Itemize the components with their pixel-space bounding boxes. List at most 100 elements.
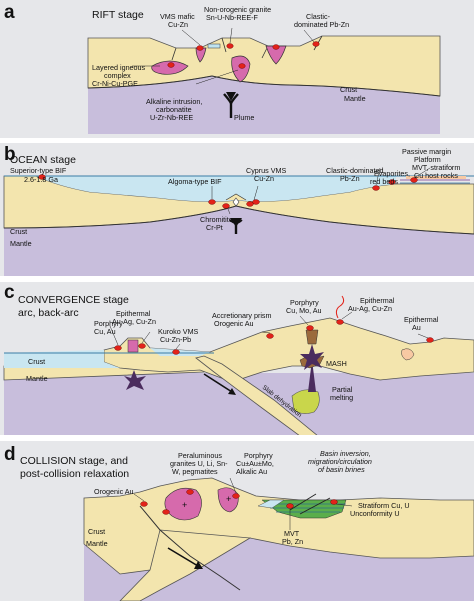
label-alkaline: carbonatite: [156, 105, 192, 114]
panel-b-mantle: [4, 206, 474, 276]
platform-strata: [406, 176, 466, 179]
leader-line: [229, 27, 233, 44]
label-cyprus-vms: Cu-Zn: [254, 174, 274, 183]
deposit-marker: [286, 503, 294, 509]
partial-melting-zone: [291, 389, 320, 414]
panel-b-letter: b: [4, 144, 16, 165]
brine-arrow: [299, 497, 331, 515]
label-porphyry: Cu±Au±Mo,: [236, 459, 274, 468]
leader-line: [229, 477, 237, 494]
leader-line: [133, 493, 145, 502]
label-porphyry-mid: Cu, Mo, Au: [286, 306, 322, 315]
deposit-marker: [114, 345, 122, 351]
label-clastic-pbzn: Pb-Zn: [340, 174, 360, 183]
label-layered: Layered igneous: [92, 63, 146, 72]
granite-intrusion: [195, 47, 207, 63]
label-peraluminous: granites U, Li, Sn-: [170, 459, 228, 468]
label-porphyry: Porphyry: [244, 451, 273, 460]
granite-cross: +: [226, 494, 231, 504]
leader-line: [375, 167, 381, 186]
label-evaporites: Evaporites,: [374, 169, 410, 178]
fluid-swirl: [335, 295, 345, 319]
label-crust: Crust: [88, 527, 105, 536]
collision-arrow: [167, 547, 199, 567]
label-peraluminous: W, pegmatites: [172, 467, 218, 476]
back-arc-star: [124, 370, 146, 390]
label-mantle: Mantle: [10, 239, 32, 248]
panel-d-lower-crust: [119, 529, 252, 601]
leader-line: [141, 331, 151, 344]
label-mantle: Mantle: [344, 94, 366, 103]
deposit-marker: [140, 501, 148, 507]
deposit-marker: [232, 493, 240, 499]
ridge-spreading-arrow: [229, 219, 243, 224]
deposit-marker: [306, 325, 314, 331]
label-mvt: Pb, Zn: [282, 537, 303, 546]
label-epithermal-mid: Au-Ag, Cu-Zn: [348, 304, 392, 313]
leader-line: [299, 315, 309, 326]
deposit-marker: [208, 199, 216, 205]
plume-arrow: [223, 93, 239, 118]
panel-a-rift: a RIFT stage VMS mafic Cu-Zn Non-orogeni…: [0, 0, 474, 138]
panel-c-stage-subtitle: arc, back-arc: [18, 307, 79, 319]
label-mantle: Mantle: [26, 374, 48, 383]
label-orogenic-au: Orogenic Au: [94, 487, 134, 496]
deposit-marker: [222, 203, 230, 209]
label-layered: complex: [104, 71, 131, 80]
alkaline-intrusion: [231, 55, 251, 83]
magma-conduit: [308, 360, 316, 392]
panel-a-fault: [171, 47, 177, 61]
leader-line: [109, 325, 119, 346]
leader-line: [341, 311, 353, 320]
subduction-arrow: [203, 373, 233, 393]
panel-b-ocean: b OCEAN stage Passive margin Platform Su…: [0, 143, 474, 276]
label-layered: Cr-Ni-Cu-PGE: [92, 79, 138, 88]
label-chromitite: Cr-Pt: [206, 223, 223, 232]
peraluminous-granite: [217, 487, 239, 513]
deposit-marker: [266, 333, 274, 339]
deposit-marker: [426, 337, 434, 343]
plume-arrow-head: [226, 92, 236, 101]
label-stratiform: Stratiform Cu, U: [358, 501, 410, 510]
panel-d-stage-subtitle: post-collision relaxation: [20, 468, 129, 480]
vms-lens: [207, 43, 221, 49]
label-vms-mafic: Cu-Zn: [168, 20, 188, 29]
label-plume: Plume: [234, 113, 254, 122]
label-passive-margin: Passive margin: [402, 147, 451, 156]
label-alkaline: Alkaline intrusion,: [146, 97, 202, 106]
porphyry-stock: [305, 329, 319, 345]
label-crust: Crust: [28, 357, 45, 366]
deposit-marker: [226, 43, 234, 49]
label-alkaline: U-Zr-Nb-REE: [150, 113, 193, 122]
label-basin-inversion: Basin inversion,: [320, 449, 371, 458]
label-superior-bif: 2.6-1.8 Ga: [24, 175, 58, 184]
leader-line: [413, 167, 431, 179]
label-crust: Crust: [340, 85, 357, 94]
brine-arrow: [289, 493, 317, 511]
label-porphyry-mid: Porphyry: [290, 298, 319, 307]
label-mvt: MVT, stratiform: [412, 163, 460, 172]
label-mash: MASH: [326, 359, 347, 368]
label-vms-mafic: VMS mafic: [160, 12, 195, 21]
deposit-marker: [410, 177, 418, 183]
leader-line: [335, 503, 353, 507]
collision-arrow-head: [194, 561, 203, 569]
label-epithermal-mid: Epithermal: [360, 296, 395, 305]
mid-ocean-ridge: [225, 193, 247, 201]
leader-line: [303, 29, 315, 43]
leader-line: [227, 208, 231, 215]
deposit-marker: [172, 349, 180, 355]
label-epithermal-right: Au: [412, 323, 421, 332]
label-crust: Crust: [10, 227, 27, 236]
label-cyprus-vms: Cyprus VMS: [246, 166, 287, 175]
granite-intrusion: [265, 45, 287, 65]
label-mvt: Cu host rocks: [414, 171, 458, 180]
label-granite: Sn-U-Nb-REE-F: [206, 13, 259, 22]
label-porphyry: Alkalic Au: [236, 467, 267, 476]
deposit-marker: [372, 185, 380, 191]
panel-b-stage-title: OCEAN stage: [10, 154, 76, 166]
label-epithermal-left: Epithermal: [116, 309, 151, 318]
label-mantle: Mantle: [86, 539, 108, 548]
label-clastic-pbzn: Clastic-dominated: [326, 166, 384, 175]
deposit-marker: [272, 44, 280, 50]
